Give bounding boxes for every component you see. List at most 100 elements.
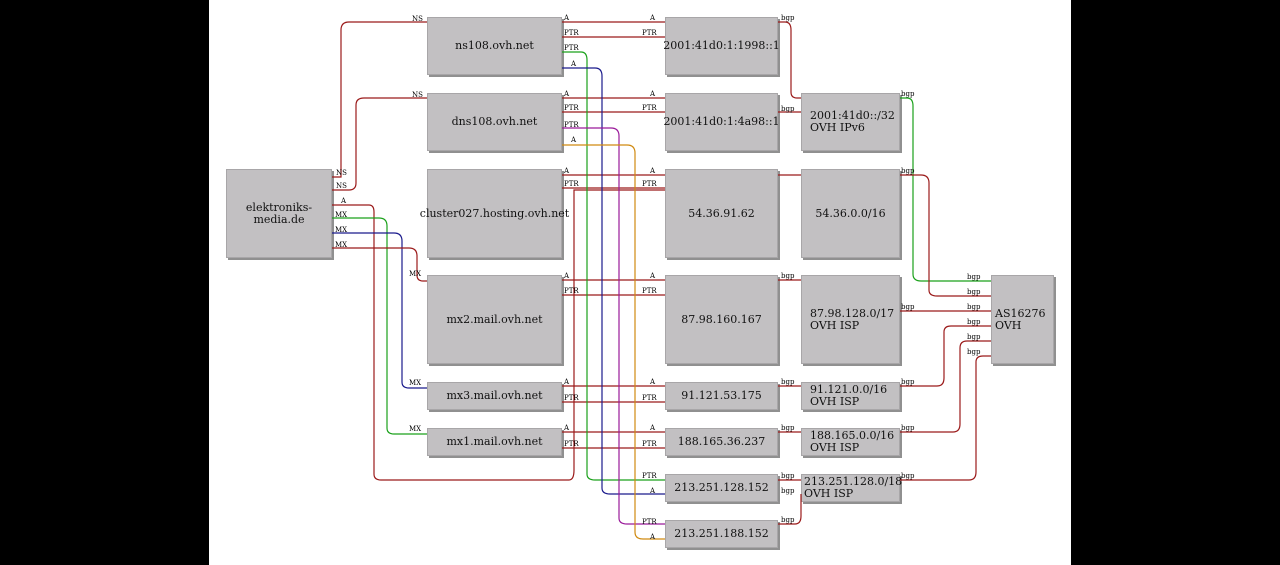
node-dns108-label: dns108.ovh.net <box>451 115 538 128</box>
edge-label-ptr: PTR <box>642 394 657 402</box>
edge-bgp-v6a <box>778 21 801 99</box>
node-ns108: ns108.ovh.net <box>427 17 562 75</box>
edge-label-ns: NS <box>412 15 423 23</box>
node-net-91-prefix: 91.121.0.0/16 <box>810 383 888 396</box>
edge-label-ptr: PTR <box>642 29 657 37</box>
node-ip-mx3-label: 91.121.53.175 <box>681 389 762 402</box>
node-as-number: AS16276 <box>995 306 1046 320</box>
node-ip-ns108-label: 2001:41d0:1:1998::1 <box>663 39 780 52</box>
node-mx3: mx3.mail.ovh.net <box>427 382 562 410</box>
node-as-owner: OVH <box>995 318 1022 332</box>
edge-bgp-as-v6 <box>900 97 991 282</box>
node-mx2-label: mx2.mail.ovh.net <box>446 312 543 326</box>
node-ip-213a: 213.251.128.152 <box>665 474 778 502</box>
edge-ns-ns108 <box>332 21 427 178</box>
edge-label-bgp: bgp <box>967 288 981 296</box>
edge-ptr-green <box>562 51 665 481</box>
edge-label-mx: MX <box>409 379 421 387</box>
edge-label-bgp: bgp <box>781 105 795 113</box>
edge-mx-mx2 <box>332 247 427 282</box>
edge-ns-dns108 <box>332 97 427 191</box>
edge-label-bgp: bgp <box>901 472 915 480</box>
edge-label-a: A <box>570 136 577 144</box>
edge-label-a: A <box>649 167 656 175</box>
edge-label-bgp: bgp <box>967 273 981 281</box>
edge-label-bgp: bgp <box>781 516 795 524</box>
node-net-v6-prefix: 2001:41d0::/32 <box>810 109 895 122</box>
edge-label-a: A <box>563 272 570 280</box>
node-mx1-label: mx1.mail.ovh.net <box>446 435 543 448</box>
node-net-87-owner: OVH ISP <box>810 318 860 332</box>
node-net-54: 54.36.0.0/16 <box>801 169 900 258</box>
edge-label-a: A <box>563 424 570 432</box>
edge-bgp-as-188 <box>900 340 991 433</box>
edge-label-ptr: PTR <box>564 394 579 402</box>
node-ip-mx3: 91.121.53.175 <box>665 382 778 410</box>
edge-label-ptr: PTR <box>642 440 657 448</box>
edge-label-ptr: PTR <box>564 121 579 129</box>
edge-label-bgp: bgp <box>781 272 795 280</box>
edge-label-bgp: bgp <box>901 303 915 311</box>
node-mx3-label: mx3.mail.ovh.net <box>446 389 543 402</box>
node-net-v6-owner: OVH IPv6 <box>810 121 865 134</box>
node-ip-ns108: 2001:41d0:1:1998::1 <box>663 17 780 75</box>
edge-bgp-213b <box>778 494 802 525</box>
node-net-87-prefix: 87.98.128.0/17 <box>810 306 895 320</box>
edge-label-mx: MX <box>409 270 421 278</box>
node-net-54-label: 54.36.0.0/16 <box>815 206 886 220</box>
edge-label-a: A <box>649 487 656 495</box>
edge-label-bgp: bgp <box>967 333 981 341</box>
edge-label-a: A <box>563 378 570 386</box>
edge-label-bgp: bgp <box>901 90 915 98</box>
node-domain: elektroniks-media.de <box>226 169 332 258</box>
edge-label-bgp: bgp <box>967 303 981 311</box>
edge-label-ns: NS <box>336 182 347 190</box>
node-mx1: mx1.mail.ovh.net <box>427 428 562 456</box>
node-ip-mx1: 188.165.36.237 <box>665 428 778 456</box>
edge-label-bgp: bgp <box>901 167 915 175</box>
edge-label-ns: NS <box>336 169 347 177</box>
edge-a-blue <box>562 67 665 495</box>
node-net-213-prefix: 213.251.128.0/18 <box>804 475 903 488</box>
edge-label-ptr: PTR <box>564 44 579 52</box>
edge-bgp-as-213 <box>900 355 991 481</box>
edge-label-bgp: bgp <box>781 14 795 22</box>
edge-bgp-as-54 <box>900 174 991 297</box>
edge-label-bgp: bgp <box>781 472 795 480</box>
edge-label-ptr: PTR <box>642 287 657 295</box>
node-net-91-owner: OVH ISP <box>810 395 860 408</box>
edge-label-mx: MX <box>335 226 347 234</box>
edge-label-a: A <box>340 197 347 205</box>
node-ip-cluster: 54.36.91.62 <box>665 169 778 258</box>
edge-label-a: A <box>649 378 656 386</box>
edge-label-mx: MX <box>335 241 347 249</box>
edge-label-ns: NS <box>412 91 423 99</box>
node-dns108: dns108.ovh.net <box>427 93 562 151</box>
node-net-188-prefix: 188.165.0.0/16 <box>810 429 895 442</box>
edge-label-ptr: PTR <box>642 180 657 188</box>
diagram-canvas: elektroniks-media.de ns108.ovh.net dns10… <box>209 0 1071 565</box>
node-mx2: mx2.mail.ovh.net <box>427 275 562 364</box>
node-ip-213a-label: 213.251.128.152 <box>674 481 769 494</box>
node-ip-mx1-label: 188.165.36.237 <box>677 435 766 448</box>
node-domain-label: elektroniks-media.de <box>245 200 313 226</box>
edge-label-a: A <box>563 167 570 175</box>
edge-label-mx: MX <box>409 425 421 433</box>
node-ip-213b: 213.251.188.152 <box>665 520 778 548</box>
edge-label-bgp: bgp <box>967 348 981 356</box>
edge-mx-mx1 <box>332 217 427 435</box>
edge-label-a: A <box>649 272 656 280</box>
edge-a-orange <box>562 144 665 540</box>
node-ip-213b-label: 213.251.188.152 <box>674 527 769 540</box>
edge-label-a: A <box>563 14 570 22</box>
edge-bgp-as-91 <box>900 325 991 387</box>
node-ip-dns108-label: 2001:41d0:1:4a98::1 <box>663 115 780 128</box>
edge-ptr-purple <box>562 127 665 525</box>
edge-a-domain <box>332 189 665 481</box>
edge-label-ptr: PTR <box>642 472 657 480</box>
